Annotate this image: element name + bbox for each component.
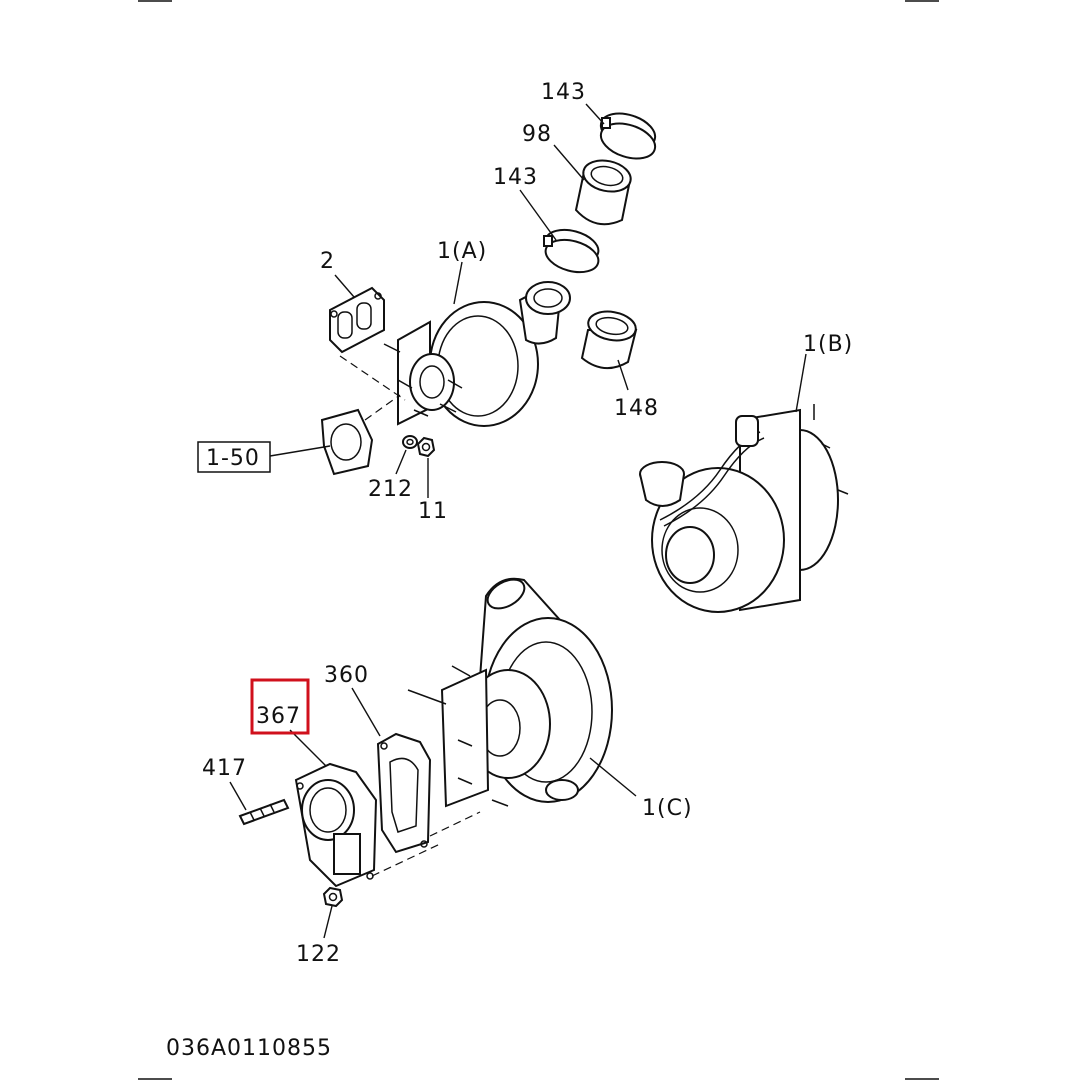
callout-148[interactable]: 148 — [614, 396, 659, 421]
clamp-143-lower[interactable] — [542, 225, 602, 278]
turbocharger-1c[interactable] — [407, 574, 613, 808]
stud-417[interactable] — [238, 798, 290, 826]
callout-1-50[interactable]: 1-50 — [206, 446, 260, 471]
hose-98[interactable] — [574, 156, 634, 226]
callout-367[interactable]: 367 — [256, 704, 301, 729]
washer-212[interactable] — [402, 435, 418, 449]
leader-lines — [229, 103, 807, 939]
nut-11[interactable] — [416, 436, 436, 458]
callout-2[interactable]: 2 — [320, 249, 335, 274]
callout-143-lower[interactable]: 143 — [493, 165, 538, 190]
turbocharger-1b[interactable] — [639, 404, 849, 613]
turbocharger-1a[interactable] — [383, 281, 571, 427]
callout-1c[interactable]: 1(C) — [642, 796, 693, 821]
clamp-143-top[interactable] — [596, 107, 659, 165]
callout-212[interactable]: 212 — [368, 477, 413, 502]
callout-360[interactable]: 360 — [324, 663, 369, 688]
crop-marks — [138, 0, 939, 1080]
callout-1a[interactable]: 1(A) — [437, 239, 487, 264]
nut-122[interactable] — [322, 886, 344, 908]
assembly-line — [339, 355, 406, 401]
callout-11[interactable]: 11 — [418, 499, 448, 524]
callout-417[interactable]: 417 — [202, 756, 247, 781]
callout-98[interactable]: 98 — [522, 122, 552, 147]
hose-148[interactable] — [580, 308, 638, 369]
gasket-1-50[interactable] — [320, 408, 374, 476]
callout-143-top[interactable]: 143 — [541, 80, 586, 105]
reference-box — [197, 441, 271, 473]
callout-122[interactable]: 122 — [296, 942, 341, 967]
assembly-line — [364, 394, 401, 421]
assembly-line — [429, 811, 481, 837]
flange-367[interactable] — [294, 762, 378, 888]
drawing-number: 036A0110855 — [166, 1036, 332, 1061]
gasket-360[interactable] — [376, 732, 432, 854]
gasket-2[interactable] — [329, 286, 385, 354]
highlight-box — [250, 678, 310, 735]
callout-1b[interactable]: 1(B) — [803, 332, 853, 357]
